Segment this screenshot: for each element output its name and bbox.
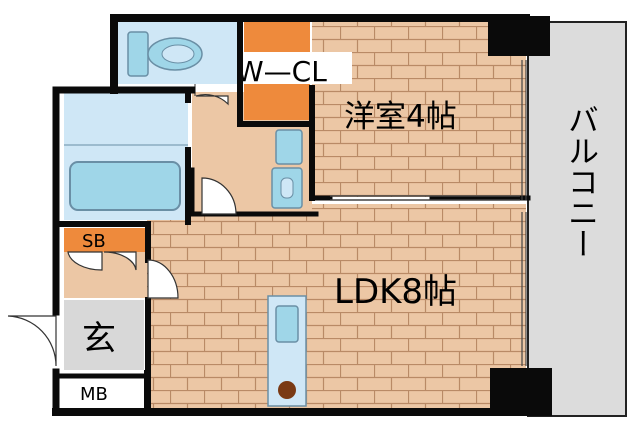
door-swing-icon	[7, 94, 237, 367]
balcony: バルコニー	[527, 21, 627, 417]
sink-icon	[275, 305, 299, 343]
entrance: 玄	[64, 300, 144, 370]
ldk-label: LDK8帖	[334, 272, 457, 312]
western-room-label: 洋室4帖	[344, 99, 457, 135]
kitchen-counter	[267, 295, 307, 407]
toilet-room	[118, 22, 242, 96]
bathtub-icon	[69, 161, 181, 211]
shoe-box-label: SB	[82, 231, 106, 252]
toilet-icon	[127, 31, 203, 77]
washbasin-icon	[271, 129, 303, 209]
stove-icon	[278, 381, 296, 399]
ldk-room	[147, 204, 526, 410]
meter-box-label: MB	[80, 384, 108, 405]
sliding-door-icon	[330, 60, 527, 366]
shoe-box: SB	[64, 228, 146, 252]
walk-in-closet: W—CL	[236, 22, 352, 120]
entrance-label: 玄	[82, 319, 116, 359]
bathroom	[64, 92, 188, 220]
walk-in-closet-label: W—CL	[236, 55, 327, 88]
structural-columns	[488, 16, 552, 416]
meter-box: MB	[62, 380, 144, 406]
balcony-label: バルコニー	[562, 104, 598, 259]
walls	[52, 14, 531, 416]
